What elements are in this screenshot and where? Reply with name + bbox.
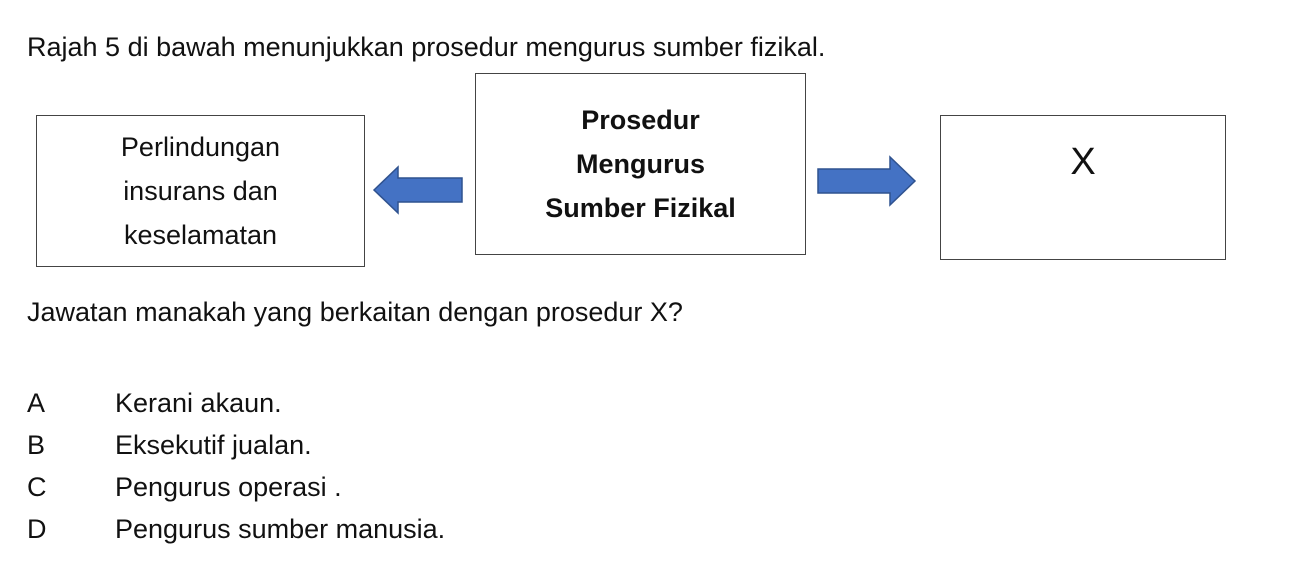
right-box: X	[940, 115, 1226, 260]
center-box: Prosedur Mengurus Sumber Fizikal	[475, 73, 806, 255]
answer-options: A Kerani akaun. B Eksekutif jualan. C Pe…	[27, 383, 445, 551]
center-box-label: Prosedur Mengurus Sumber Fizikal	[545, 105, 736, 223]
option-text: Pengurus sumber manusia.	[115, 514, 446, 544]
left-box-label: Perlindungan insurans dan keselamatan	[120, 132, 281, 250]
option-text: Pengurus operasi .	[115, 472, 342, 502]
option-letter: B	[27, 430, 46, 460]
option-c[interactable]: C Pengurus operasi .	[27, 467, 445, 509]
option-d[interactable]: D Pengurus sumber manusia.	[27, 509, 445, 551]
option-text: Eksekutif jualan.	[115, 430, 312, 460]
arrow-right-icon	[817, 155, 917, 207]
option-letter: A	[27, 388, 46, 418]
intro-text: Rajah 5 di bawah menunjukkan prosedur me…	[27, 32, 826, 62]
right-box-label: X	[1070, 141, 1096, 183]
question-text: Jawatan manakah yang berkaitan dengan pr…	[27, 297, 683, 327]
option-text: Kerani akaun.	[115, 388, 282, 418]
left-box: Perlindungan insurans dan keselamatan	[36, 115, 365, 267]
option-b[interactable]: B Eksekutif jualan.	[27, 425, 445, 467]
option-a[interactable]: A Kerani akaun.	[27, 383, 445, 425]
option-letter: C	[27, 472, 47, 502]
arrow-left-icon	[372, 165, 463, 215]
option-letter: D	[27, 514, 47, 544]
